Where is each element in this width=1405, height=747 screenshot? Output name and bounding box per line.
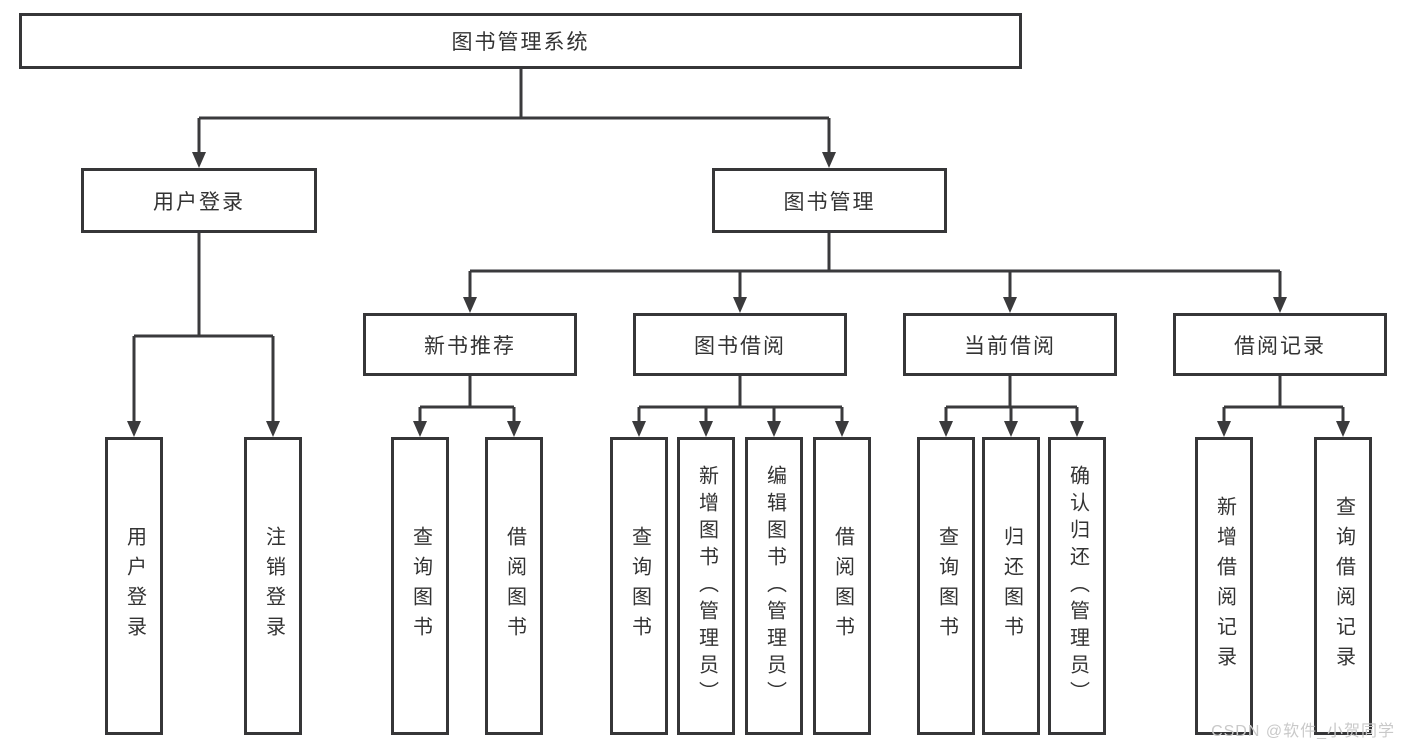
node-label: 新增图书（管理员）: [695, 464, 718, 708]
node-label: 用户登录: [123, 526, 146, 646]
node-label: 图书管理系统: [451, 31, 590, 54]
node-label: 编辑图书（管理员）: [763, 464, 786, 708]
node-label: 查询图书: [628, 526, 651, 646]
node-label: 用户登录: [153, 190, 245, 214]
node-book-management: 图书管理: [712, 168, 947, 233]
node-label: 查询图书: [409, 526, 432, 646]
node-label: 新增借阅记录: [1213, 496, 1236, 676]
tree-branch-lines: [134, 69, 1343, 409]
node-label: 确认归还（管理员）: [1066, 464, 1089, 708]
leaf-logout: 注销登录: [244, 437, 302, 735]
leaf-current-return-books: 归还图书: [982, 437, 1040, 735]
leaf-borrow-borrow-books: 借阅图书: [813, 437, 871, 735]
node-label: 图书管理: [783, 190, 876, 214]
leaf-user-login: 用户登录: [105, 437, 163, 735]
leaf-current-query-books: 查询图书: [917, 437, 975, 735]
node-label: 查询图书: [935, 526, 958, 646]
node-borrowing-records: 借阅记录: [1173, 313, 1387, 376]
node-current-borrowing: 当前借阅: [903, 313, 1117, 376]
leaf-current-confirm-return-admin: 确认归还（管理员）: [1048, 437, 1106, 735]
node-label: 借阅图书: [503, 526, 526, 646]
node-user-login: 用户登录: [81, 168, 317, 233]
leaf-newrec-borrow-books: 借阅图书: [485, 437, 543, 735]
node-label: 新书推荐: [424, 334, 516, 358]
arrow-stem-lines: [132, 118, 1345, 422]
csdn-watermark: CSDN @软件_小贺同学: [1211, 723, 1395, 740]
node-new-book-recommend: 新书推荐: [363, 313, 577, 376]
leaf-borrow-add-books-admin: 新增图书（管理员）: [677, 437, 735, 735]
node-label: 当前借阅: [964, 334, 1056, 358]
node-label: 图书借阅: [694, 334, 786, 358]
node-label: 注销登录: [262, 526, 285, 646]
leaf-borrow-edit-books-admin: 编辑图书（管理员）: [745, 437, 803, 735]
node-label: 查询借阅记录: [1332, 496, 1355, 676]
leaf-records-query-record: 查询借阅记录: [1314, 437, 1372, 735]
leaf-records-add-record: 新增借阅记录: [1195, 437, 1253, 735]
leaf-newrec-query-books: 查询图书: [391, 437, 449, 735]
node-book-borrowing: 图书借阅: [633, 313, 847, 376]
node-label: 借阅图书: [831, 526, 854, 646]
node-label: 归还图书: [1000, 526, 1023, 646]
node-label: 借阅记录: [1234, 334, 1326, 358]
node-root-system: 图书管理系统: [19, 13, 1022, 69]
leaf-borrow-query-books: 查询图书: [610, 437, 668, 735]
